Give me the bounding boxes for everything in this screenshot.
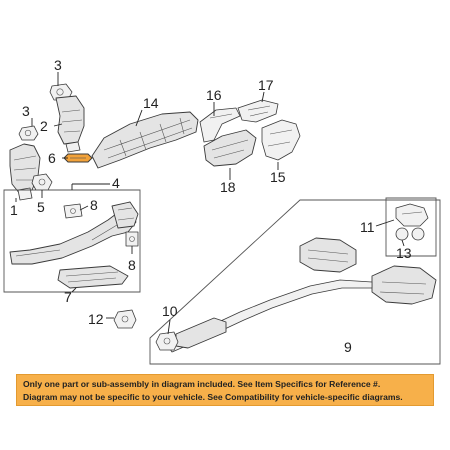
group-box-9	[149, 199, 441, 365]
clamp-13	[395, 227, 425, 241]
hanger-12	[113, 309, 137, 329]
notice-banner: Only one part or sub-assembly in diagram…	[16, 374, 434, 406]
callout-1: 1	[10, 202, 18, 218]
heat-shield-17	[237, 99, 279, 123]
callout-6: 6	[48, 150, 56, 166]
heat-shield-15	[261, 119, 301, 161]
notice-line-1: Only one part or sub-assembly in diagram…	[23, 379, 381, 389]
front-pipe-assembly	[9, 201, 139, 265]
heat-shield-14	[91, 111, 199, 169]
callout-3-upper: 3	[54, 57, 62, 73]
group-box-4	[3, 183, 141, 293]
manifold-converter-1	[9, 143, 41, 201]
gasket-3-lower	[18, 125, 39, 141]
hanger-10	[155, 331, 179, 351]
catalytic-converter-2	[55, 95, 85, 153]
callout-11: 11	[360, 219, 375, 235]
callout-12: 12	[88, 311, 104, 327]
callout-10: 10	[162, 303, 178, 319]
gasket-6-highlighted	[63, 153, 93, 163]
callout-2: 2	[40, 118, 48, 134]
muffler-assembly-left	[299, 237, 357, 273]
callout-13: 13	[396, 245, 412, 261]
leader-lines	[15, 72, 405, 335]
callout-18: 18	[220, 179, 236, 195]
callout-17: 17	[258, 77, 274, 93]
callout-8-upper: 8	[90, 197, 98, 213]
muffler-assembly-right	[371, 265, 437, 305]
group-box-11	[385, 197, 437, 257]
bracket-8-lower	[125, 231, 139, 247]
callout-5: 5	[37, 199, 45, 215]
callout-7: 7	[64, 289, 72, 305]
callout-8-lower: 8	[128, 257, 136, 273]
callout-4: 4	[112, 175, 120, 191]
gasket-5	[31, 173, 53, 191]
callout-16: 16	[206, 87, 222, 103]
heat-shield-16	[199, 107, 241, 143]
callout-14: 14	[143, 95, 159, 111]
callout-15: 15	[270, 169, 286, 185]
notice-line-2: Diagram may not be specific to your vehi…	[23, 392, 403, 402]
shield-plate-7	[57, 265, 129, 289]
bracket-8-upper	[63, 203, 83, 219]
tailpipe-11	[395, 203, 429, 227]
heat-shield-18	[203, 129, 257, 167]
intermediate-pipe	[167, 279, 373, 353]
callout-9: 9	[344, 339, 352, 355]
callout-3-lower: 3	[22, 103, 30, 119]
